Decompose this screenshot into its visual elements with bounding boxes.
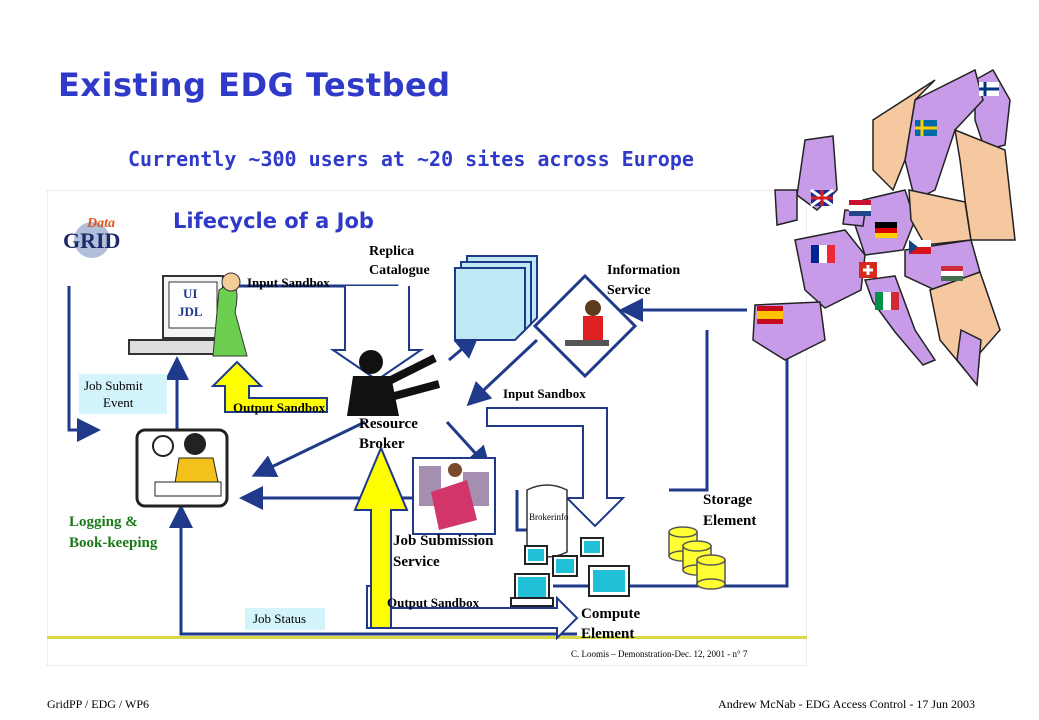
map-region-greece <box>956 328 982 387</box>
diagram-heading: Lifecycle of a Job <box>173 209 374 233</box>
compute-element-label-2: Element <box>581 626 634 642</box>
output-sandbox-return-arrow <box>366 585 579 641</box>
jdl-label: JDL <box>178 304 203 319</box>
replica-catalogue-icon <box>454 255 538 341</box>
datagrid-logo: Data GRID <box>63 216 120 258</box>
map-region-sweden <box>904 68 984 202</box>
storage-link-line <box>669 330 709 492</box>
map-region-france <box>794 229 866 309</box>
logging-bookkeeping-icon <box>135 428 229 508</box>
map-region-poland <box>908 189 972 246</box>
input-sandbox-label-top: Input Sandbox <box>247 275 330 290</box>
ui-workstation: UI JDL <box>128 272 248 357</box>
logo-grid-text: GRID <box>63 228 120 253</box>
storage-element-label-1: Storage <box>703 492 752 508</box>
brokerinfo-label: Brokerinfo <box>529 512 569 522</box>
compute-element-label-1: Compute <box>581 606 641 622</box>
job-submit-event-box <box>79 374 167 414</box>
job-submission-label-2: Service <box>393 554 440 570</box>
information-service-label-2: Service <box>607 283 651 298</box>
compute-screens <box>518 541 625 597</box>
resource-broker-label-2: Broker <box>359 436 405 452</box>
footer-right: Andrew McNab - EDG Access Control - 17 J… <box>718 697 975 711</box>
information-service-icon <box>532 273 638 379</box>
input-sandbox-label-mid: Input Sandbox <box>503 386 586 401</box>
logo-data-text: Data <box>86 216 115 231</box>
output-sandbox-yellow-arrow <box>210 360 328 413</box>
germany-flag-icon <box>875 222 897 228</box>
job-lifecycle-diagram: Data GRID Lifecycle of a Job UI JDL Inpu… <box>47 190 807 666</box>
input-sandbox-down-arrow <box>486 407 626 528</box>
slide-title: Existing EDG Testbed <box>58 66 451 104</box>
storage-element-label-2: Element <box>703 513 756 529</box>
broker-to-catalogue-arrow <box>448 334 480 362</box>
map-flags <box>757 82 999 324</box>
job-submit-event-label-1: Job Submit <box>84 378 143 393</box>
broker-to-logging-arrow <box>251 420 366 478</box>
replica-catalogue-label-2: Catalogue <box>369 263 430 278</box>
europe-map <box>752 68 1016 387</box>
job-submit-event-label-2: Event <box>103 395 134 410</box>
job-status-label: Job Status <box>253 611 306 626</box>
information-service-label-1: Information <box>607 263 680 278</box>
ui-label: UI <box>183 286 197 301</box>
job-submission-service-icon <box>412 457 496 535</box>
footer-left: GridPP / EDG / WP6 <box>47 697 150 711</box>
job-status-box <box>245 608 325 630</box>
job-status-arrow <box>169 504 577 636</box>
replica-catalogue-label-1: Replica <box>369 244 414 259</box>
logging-label-1: Logging & <box>69 514 138 530</box>
map-region-norway <box>872 79 936 192</box>
storage-element-icon <box>668 526 726 590</box>
hungary-flag-icon <box>941 266 963 271</box>
output-sandbox-label-bottom: Output Sandbox <box>387 595 480 610</box>
resource-broker-label-1: Resource <box>359 416 418 432</box>
resource-broker-icon <box>347 350 441 416</box>
storage-to-ce-line <box>553 310 789 588</box>
footer-rule <box>47 636 807 639</box>
map-region-ireland <box>774 189 798 226</box>
slide-subtitle: Currently ~300 users at ~20 sites across… <box>128 147 694 171</box>
output-sandbox-up-yellow-arrow <box>353 445 409 629</box>
output-sandbox-label-top: Output Sandbox <box>233 400 326 415</box>
map-region-italy <box>863 275 937 366</box>
diagram-credit: C. Loomis – Demonstration-Dec. 12, 2001 … <box>571 649 748 659</box>
info-to-broker-arrow <box>466 338 539 407</box>
logging-label-2: Book-keeping <box>69 535 158 551</box>
job-submit-event-arrow <box>67 286 101 442</box>
job-submission-label-1: Job Submission <box>393 533 494 549</box>
map-region-balkans <box>929 271 1001 372</box>
